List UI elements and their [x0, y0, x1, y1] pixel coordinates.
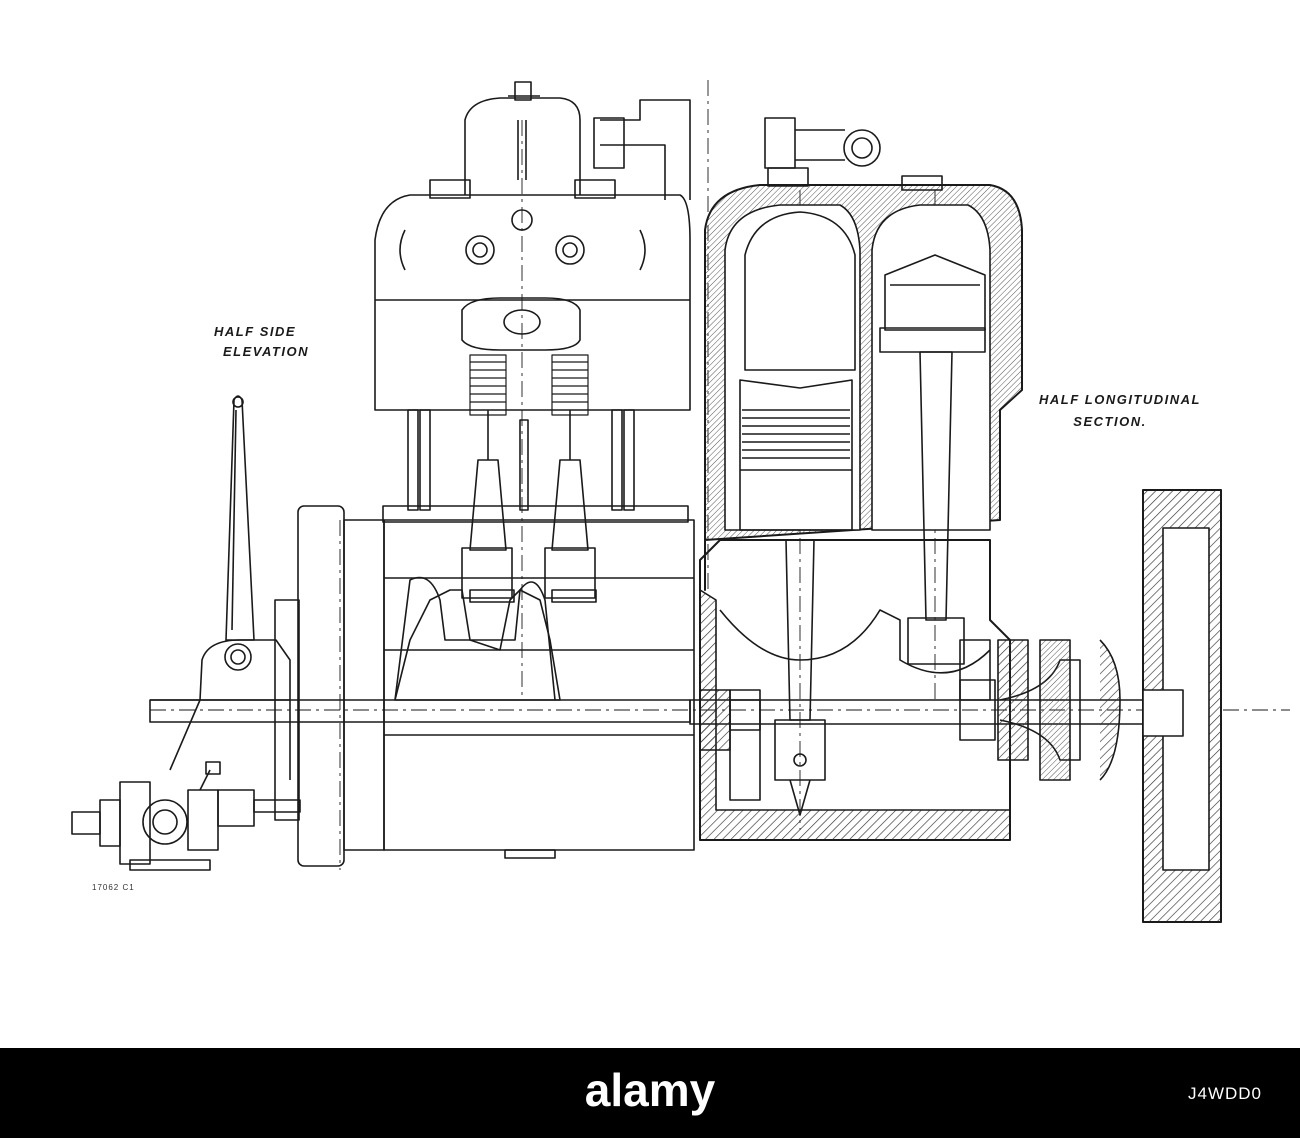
side-elevation — [71, 81, 695, 871]
svg-text:alamy: alamy — [585, 1064, 716, 1116]
label-half-longitudinal: HALF LONGITUDINAL — [1039, 392, 1201, 407]
big-end-left — [774, 719, 826, 781]
longitudinal-section — [689, 117, 1222, 923]
water-pump — [71, 761, 301, 871]
engine-drawing-svg — [71, 80, 1290, 923]
alamy-logo-svg: alamy — [585, 1064, 716, 1116]
starting-lever — [225, 395, 255, 641]
magneto-bracket — [150, 639, 291, 701]
image-id: J4WDD0 — [1187, 1084, 1262, 1103]
label-section: SECTION. — [1073, 414, 1147, 429]
cylinder-head-side — [374, 194, 691, 411]
left-flange — [297, 505, 345, 867]
valve-springs — [469, 354, 589, 416]
crankcase-side — [383, 519, 695, 851]
connecting-rod-right — [919, 351, 953, 621]
engine-drawing: HALF SIDE ELEVATION HALF LONGITUDINAL SE… — [71, 80, 1290, 923]
label-elevation: ELEVATION — [223, 344, 309, 359]
watermark-footer: alamy J4WDD0 — [0, 1048, 1300, 1138]
flywheel — [1142, 489, 1222, 923]
brand-logo: alamy — [0, 1062, 1300, 1122]
water-pipe — [600, 99, 691, 200]
valve-tappets — [461, 410, 597, 603]
piston-left — [739, 211, 856, 531]
label-half-side: HALF SIDE — [213, 324, 297, 339]
inlet-housing — [464, 97, 581, 195]
drawing-number: 17062 C1 — [92, 883, 135, 892]
big-end-right — [907, 617, 965, 665]
